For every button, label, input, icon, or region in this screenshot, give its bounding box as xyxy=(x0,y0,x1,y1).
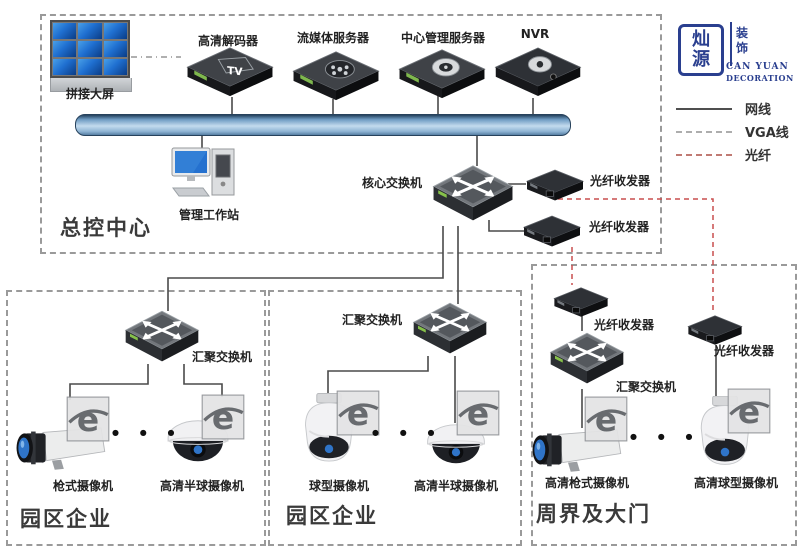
zone2-box xyxy=(268,290,522,546)
video-wall-icon xyxy=(50,20,132,92)
ie-logo-icon: e xyxy=(201,394,245,440)
mgmt-server-label: 中心管理服务器 xyxy=(400,31,485,45)
ie-logo-icon: e xyxy=(584,396,628,442)
zone3-camera1-label: 高清枪式摄像机 xyxy=(544,476,629,490)
transceiver1-label: 光纤收发器 xyxy=(590,174,651,188)
lan-line-sample xyxy=(676,107,732,110)
svg-text:TV: TV xyxy=(227,64,243,79)
logo-seal-char-top: 灿 xyxy=(692,29,710,50)
zone2-title: 园区企业 xyxy=(286,504,378,528)
zone1-camera1-label: 枪式摄像机 xyxy=(52,479,113,493)
zone3-transceiver2-icon xyxy=(684,312,746,347)
fiber-lines xyxy=(558,198,714,313)
svg-text:e: e xyxy=(738,393,760,431)
workstation-label: 管理工作站 xyxy=(178,208,239,222)
nvr-label: NVR xyxy=(520,27,550,41)
decoder-label: 高清解码器 xyxy=(197,34,258,48)
nvr-device-icon xyxy=(490,44,586,100)
workstation-icon xyxy=(170,146,246,204)
transceiver2-icon xyxy=(520,212,584,249)
logo-name-en: CAN YUAN xyxy=(726,62,789,72)
zone1-switch-label: 汇聚交换机 xyxy=(192,350,253,364)
control-center-zone-box xyxy=(40,14,662,254)
svg-text:e: e xyxy=(212,399,234,437)
zone2-switch-icon xyxy=(406,298,494,362)
ie-logo-icon: e xyxy=(726,388,772,434)
zone1-ellipsis: ● ● ● xyxy=(112,428,184,437)
lan-lines xyxy=(69,95,717,428)
core-switch-label: 核心交换机 xyxy=(361,176,422,190)
svg-text:e: e xyxy=(77,401,99,439)
stream-server-label: 流媒体服务器 xyxy=(296,31,369,45)
zone1-camera2-label: 高清半球摄像机 xyxy=(159,479,244,493)
logo-divider xyxy=(730,22,732,66)
legend-fiber-label: 光纤 xyxy=(745,149,772,164)
zone1-box xyxy=(6,290,266,546)
legend-lan-label: 网线 xyxy=(745,103,772,118)
zone2-camera2-label: 高清半球摄像机 xyxy=(413,479,498,493)
transceiver1-icon xyxy=(523,166,587,203)
zone2-switch-label: 汇聚交换机 xyxy=(341,313,402,327)
logo-side-chars: 装 饰 xyxy=(736,26,749,55)
zone3-switch-icon xyxy=(542,328,632,392)
zone1-switch-icon xyxy=(118,306,206,370)
mgmt-server-icon xyxy=(392,46,492,102)
stream-server-icon xyxy=(286,48,386,104)
legend-vga-label: VGA线 xyxy=(745,126,789,141)
ie-logo-icon: e xyxy=(66,396,110,442)
transceiver2-label: 光纤收发器 xyxy=(589,220,650,234)
core-switch-icon xyxy=(426,160,520,230)
logo-seal-char-bottom: 源 xyxy=(692,49,710,70)
logo-seal-icon: 灿 源 xyxy=(678,24,724,76)
zone2-ellipsis: ● ● ● xyxy=(372,428,444,437)
zone1-title: 园区企业 xyxy=(20,507,112,531)
ie-logo-icon: e xyxy=(336,390,380,436)
zone3-transceiver1-label: 光纤收发器 xyxy=(594,318,655,332)
zone3-title: 周界及大门 xyxy=(536,502,651,526)
control-center-title: 总控中心 xyxy=(60,216,152,240)
legend-row-lan: 网线 xyxy=(676,99,771,118)
zone3-camera2-label: 高清球型摄像机 xyxy=(693,476,778,490)
video-wall-label: 拼接大屏 xyxy=(65,87,114,101)
decoder-device-icon: TV xyxy=(180,44,280,100)
zone2-camera1-label: 球型摄像机 xyxy=(308,479,369,493)
zone3-transceiver2-label: 光纤收发器 xyxy=(714,344,775,358)
legend-row-vga: VGA线 xyxy=(676,122,789,141)
svg-text:e: e xyxy=(467,395,489,433)
zone3-switch-label: 汇聚交换机 xyxy=(616,380,677,394)
zone3-ellipsis: ● ● ● xyxy=(630,432,702,441)
zone3-box xyxy=(531,264,797,546)
ie-logo-icon: e xyxy=(456,390,500,436)
fiber-line-sample xyxy=(676,153,732,156)
zone3-transceiver1-icon xyxy=(550,284,612,319)
network-bus-bar xyxy=(75,114,571,136)
zone1-bullet-camera-icon xyxy=(12,422,112,472)
svg-text:e: e xyxy=(595,401,617,439)
logo-subtitle-en: DECORATION xyxy=(726,73,794,83)
vga-line-sample xyxy=(676,130,732,133)
svg-text:e: e xyxy=(347,395,369,433)
legend-row-fiber: 光纤 xyxy=(676,145,771,164)
